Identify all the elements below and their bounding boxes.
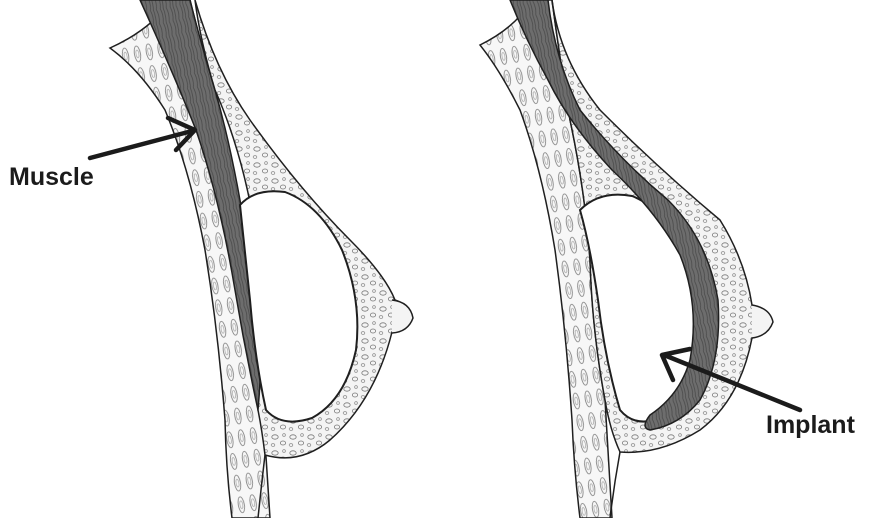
right-nipple xyxy=(752,305,773,338)
left-figure xyxy=(110,0,413,518)
implant-label: Implant xyxy=(766,413,855,438)
right-figure xyxy=(480,0,773,518)
right-lower-contour xyxy=(610,452,620,518)
left-nipple xyxy=(392,300,413,333)
muscle-label: Muscle xyxy=(9,165,94,190)
